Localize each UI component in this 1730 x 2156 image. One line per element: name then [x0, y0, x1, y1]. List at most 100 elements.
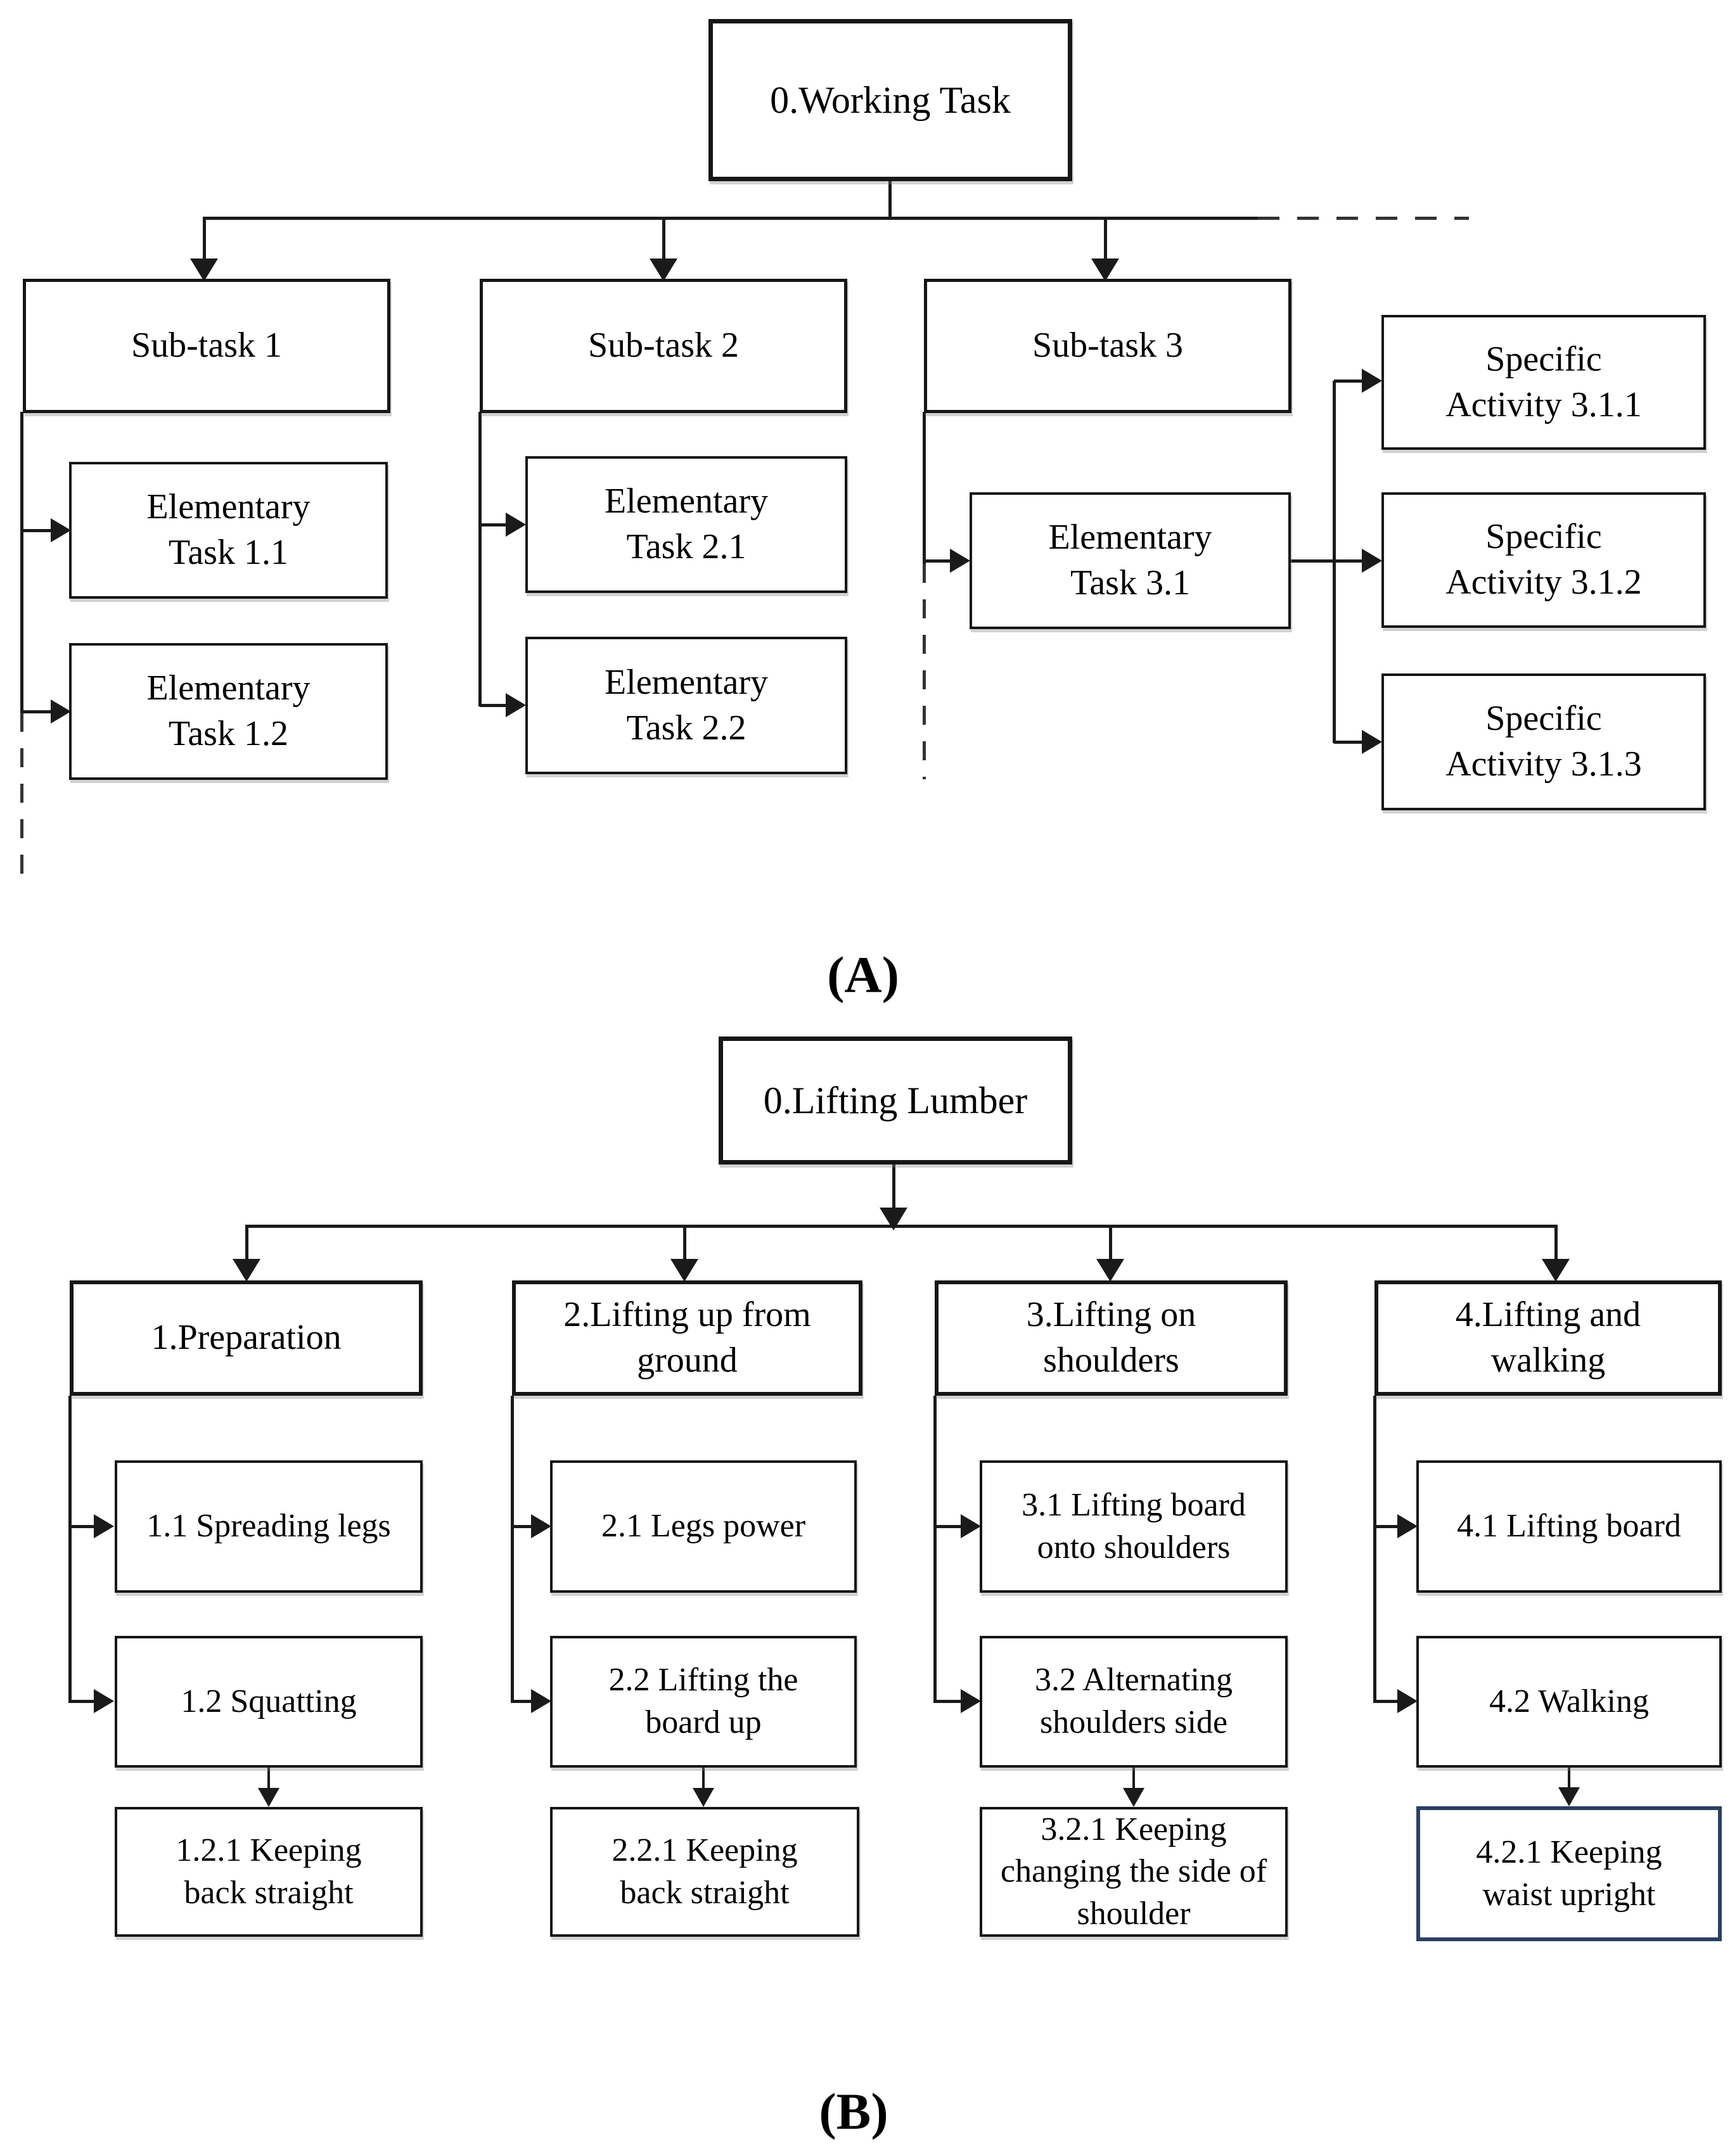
caption-b: (B)	[819, 2083, 888, 2140]
arrow-down-icon	[233, 1259, 260, 1282]
node-sub-task-1: Sub-task 1	[23, 279, 390, 413]
node-4-1-lifting-board: 4.1 Lifting board	[1416, 1460, 1722, 1593]
connector-stub	[1374, 1700, 1400, 1703]
arrow-down-icon	[1558, 1787, 1580, 1806]
connector-col1-a-dashed	[20, 713, 23, 881]
connector-stub	[935, 1525, 964, 1528]
node-elementary-task-1-1: Elementary Task 1.1	[69, 462, 388, 599]
connector-stub	[480, 704, 509, 707]
node-lifting-on-shoulders: 3.Lifting on shoulders	[935, 1280, 1288, 1396]
arrow-right-icon	[1362, 369, 1382, 393]
node-elementary-task-3-1: Elementary Task 3.1	[970, 492, 1291, 629]
connector-stub	[480, 523, 509, 526]
connector-col4-b	[1373, 1396, 1376, 1703]
node-sub-task-3: Sub-task 3	[924, 279, 1291, 413]
connector-col3-a-dashed	[923, 564, 926, 779]
arrow-right-icon	[94, 1689, 114, 1713]
arrow-right-icon	[51, 699, 71, 724]
node-3-2-1-keeping-changing-side: 3.2.1 Keeping changing the side of shoul…	[980, 1807, 1288, 1937]
connector-drop-subtask1	[203, 217, 206, 261]
node-3-1-lifting-board-onto-shoulders: 3.1 Lifting board onto shoulders	[980, 1460, 1288, 1593]
connector-stub	[22, 529, 53, 532]
arrow-right-icon	[506, 513, 526, 537]
connector-stub	[1334, 559, 1362, 563]
node-working-task: 0.Working Task	[708, 19, 1072, 181]
connector-stub	[512, 1700, 535, 1703]
node-lifting-and-walking: 4.Lifting and walking	[1374, 1280, 1722, 1396]
node-2-1-legs-power: 2.1 Legs power	[550, 1460, 857, 1593]
connector-stub	[924, 559, 953, 563]
connector-col2-a	[478, 412, 482, 706]
connector-leaf4	[1568, 1768, 1570, 1789]
node-specific-activity-3-1-1: Specific Activity 3.1.1	[1381, 315, 1706, 450]
node-lifting-up-from-ground: 2.Lifting up from ground	[512, 1280, 862, 1396]
arrow-right-icon	[506, 693, 526, 717]
node-lifting-lumber: 0.Lifting Lumber	[719, 1037, 1072, 1164]
connector-task31-branch	[1291, 559, 1335, 563]
connector-drop-b3	[1109, 1225, 1112, 1260]
node-2-2-1-keeping-back-straight: 2.2.1 Keeping back straight	[550, 1807, 859, 1937]
connector-drop-b2	[683, 1225, 686, 1260]
arrow-down-icon	[258, 1788, 279, 1807]
arrow-right-icon	[1362, 730, 1382, 754]
connector-leaf2	[702, 1768, 705, 1789]
node-specific-activity-3-1-2: Specific Activity 3.1.2	[1381, 492, 1706, 628]
arrow-right-icon	[961, 1689, 981, 1713]
node-specific-activity-3-1-3: Specific Activity 3.1.3	[1381, 673, 1706, 810]
arrow-down-icon	[650, 258, 677, 281]
node-sub-task-2: Sub-task 2	[480, 279, 847, 413]
node-elementary-task-2-1: Elementary Task 2.1	[525, 456, 847, 593]
node-elementary-task-1-2: Elementary Task 1.2	[69, 643, 388, 780]
node-1-2-squatting: 1.2 Squatting	[115, 1636, 423, 1768]
connector-stub	[935, 1700, 964, 1703]
connector-drop-b4	[1554, 1225, 1558, 1260]
node-preparation: 1.Preparation	[70, 1280, 423, 1396]
arrow-right-icon	[961, 1514, 981, 1538]
arrow-right-icon	[531, 1689, 551, 1713]
connector-main-b	[247, 1225, 1558, 1228]
connector-stub	[1334, 380, 1362, 383]
arrow-right-icon	[531, 1514, 551, 1538]
connector-col1-a	[20, 412, 23, 713]
arrow-right-icon	[950, 549, 970, 573]
connector-drop-subtask2	[662, 217, 665, 261]
arrow-down-icon	[670, 1259, 698, 1282]
connector-col2-b	[511, 1396, 514, 1703]
connector-root-b	[892, 1164, 895, 1209]
connector-stub	[1374, 1525, 1400, 1528]
connector-stub	[1334, 741, 1362, 744]
connector-leaf1	[267, 1768, 270, 1789]
caption-a: (A)	[827, 946, 899, 1004]
connector-stub	[70, 1525, 96, 1528]
connector-main-a	[204, 217, 1258, 220]
connector-col3-a	[923, 412, 926, 564]
connector-drop-subtask3	[1104, 217, 1107, 261]
arrow-right-icon	[51, 518, 71, 542]
arrow-down-icon	[190, 258, 218, 281]
arrow-right-icon	[1362, 549, 1382, 573]
connector-stub	[22, 710, 53, 713]
connector-stub	[512, 1525, 535, 1528]
node-2-2-lifting-the-board-up: 2.2 Lifting the board up	[550, 1636, 857, 1768]
connector-stub	[70, 1700, 96, 1703]
arrow-right-icon	[94, 1514, 114, 1538]
arrow-down-icon	[1091, 258, 1119, 281]
node-elementary-task-2-2: Elementary Task 2.2	[525, 637, 847, 774]
connector-col1-b	[68, 1396, 72, 1703]
node-1-1-spreading-legs: 1.1 Spreading legs	[115, 1460, 423, 1593]
connector-col3-b	[933, 1396, 937, 1703]
connector-main-a-dashed	[1258, 217, 1469, 220]
connector-root-a	[888, 181, 892, 218]
arrow-down-icon	[1123, 1788, 1144, 1807]
connector-drop-b1	[245, 1225, 248, 1260]
node-1-2-1-keeping-back-straight: 1.2.1 Keeping back straight	[115, 1807, 423, 1937]
arrow-right-icon	[1397, 1689, 1418, 1713]
arrow-right-icon	[1397, 1514, 1418, 1538]
arrow-down-icon	[1542, 1259, 1570, 1282]
node-4-2-1-keeping-waist-upright: 4.2.1 Keeping waist upright	[1416, 1806, 1722, 1941]
arrow-down-icon	[693, 1788, 714, 1807]
connector-leaf3	[1132, 1768, 1135, 1789]
arrow-down-icon	[1096, 1259, 1124, 1282]
node-3-2-alternating-shoulders-side: 3.2 Alternating shoulders side	[980, 1636, 1288, 1768]
